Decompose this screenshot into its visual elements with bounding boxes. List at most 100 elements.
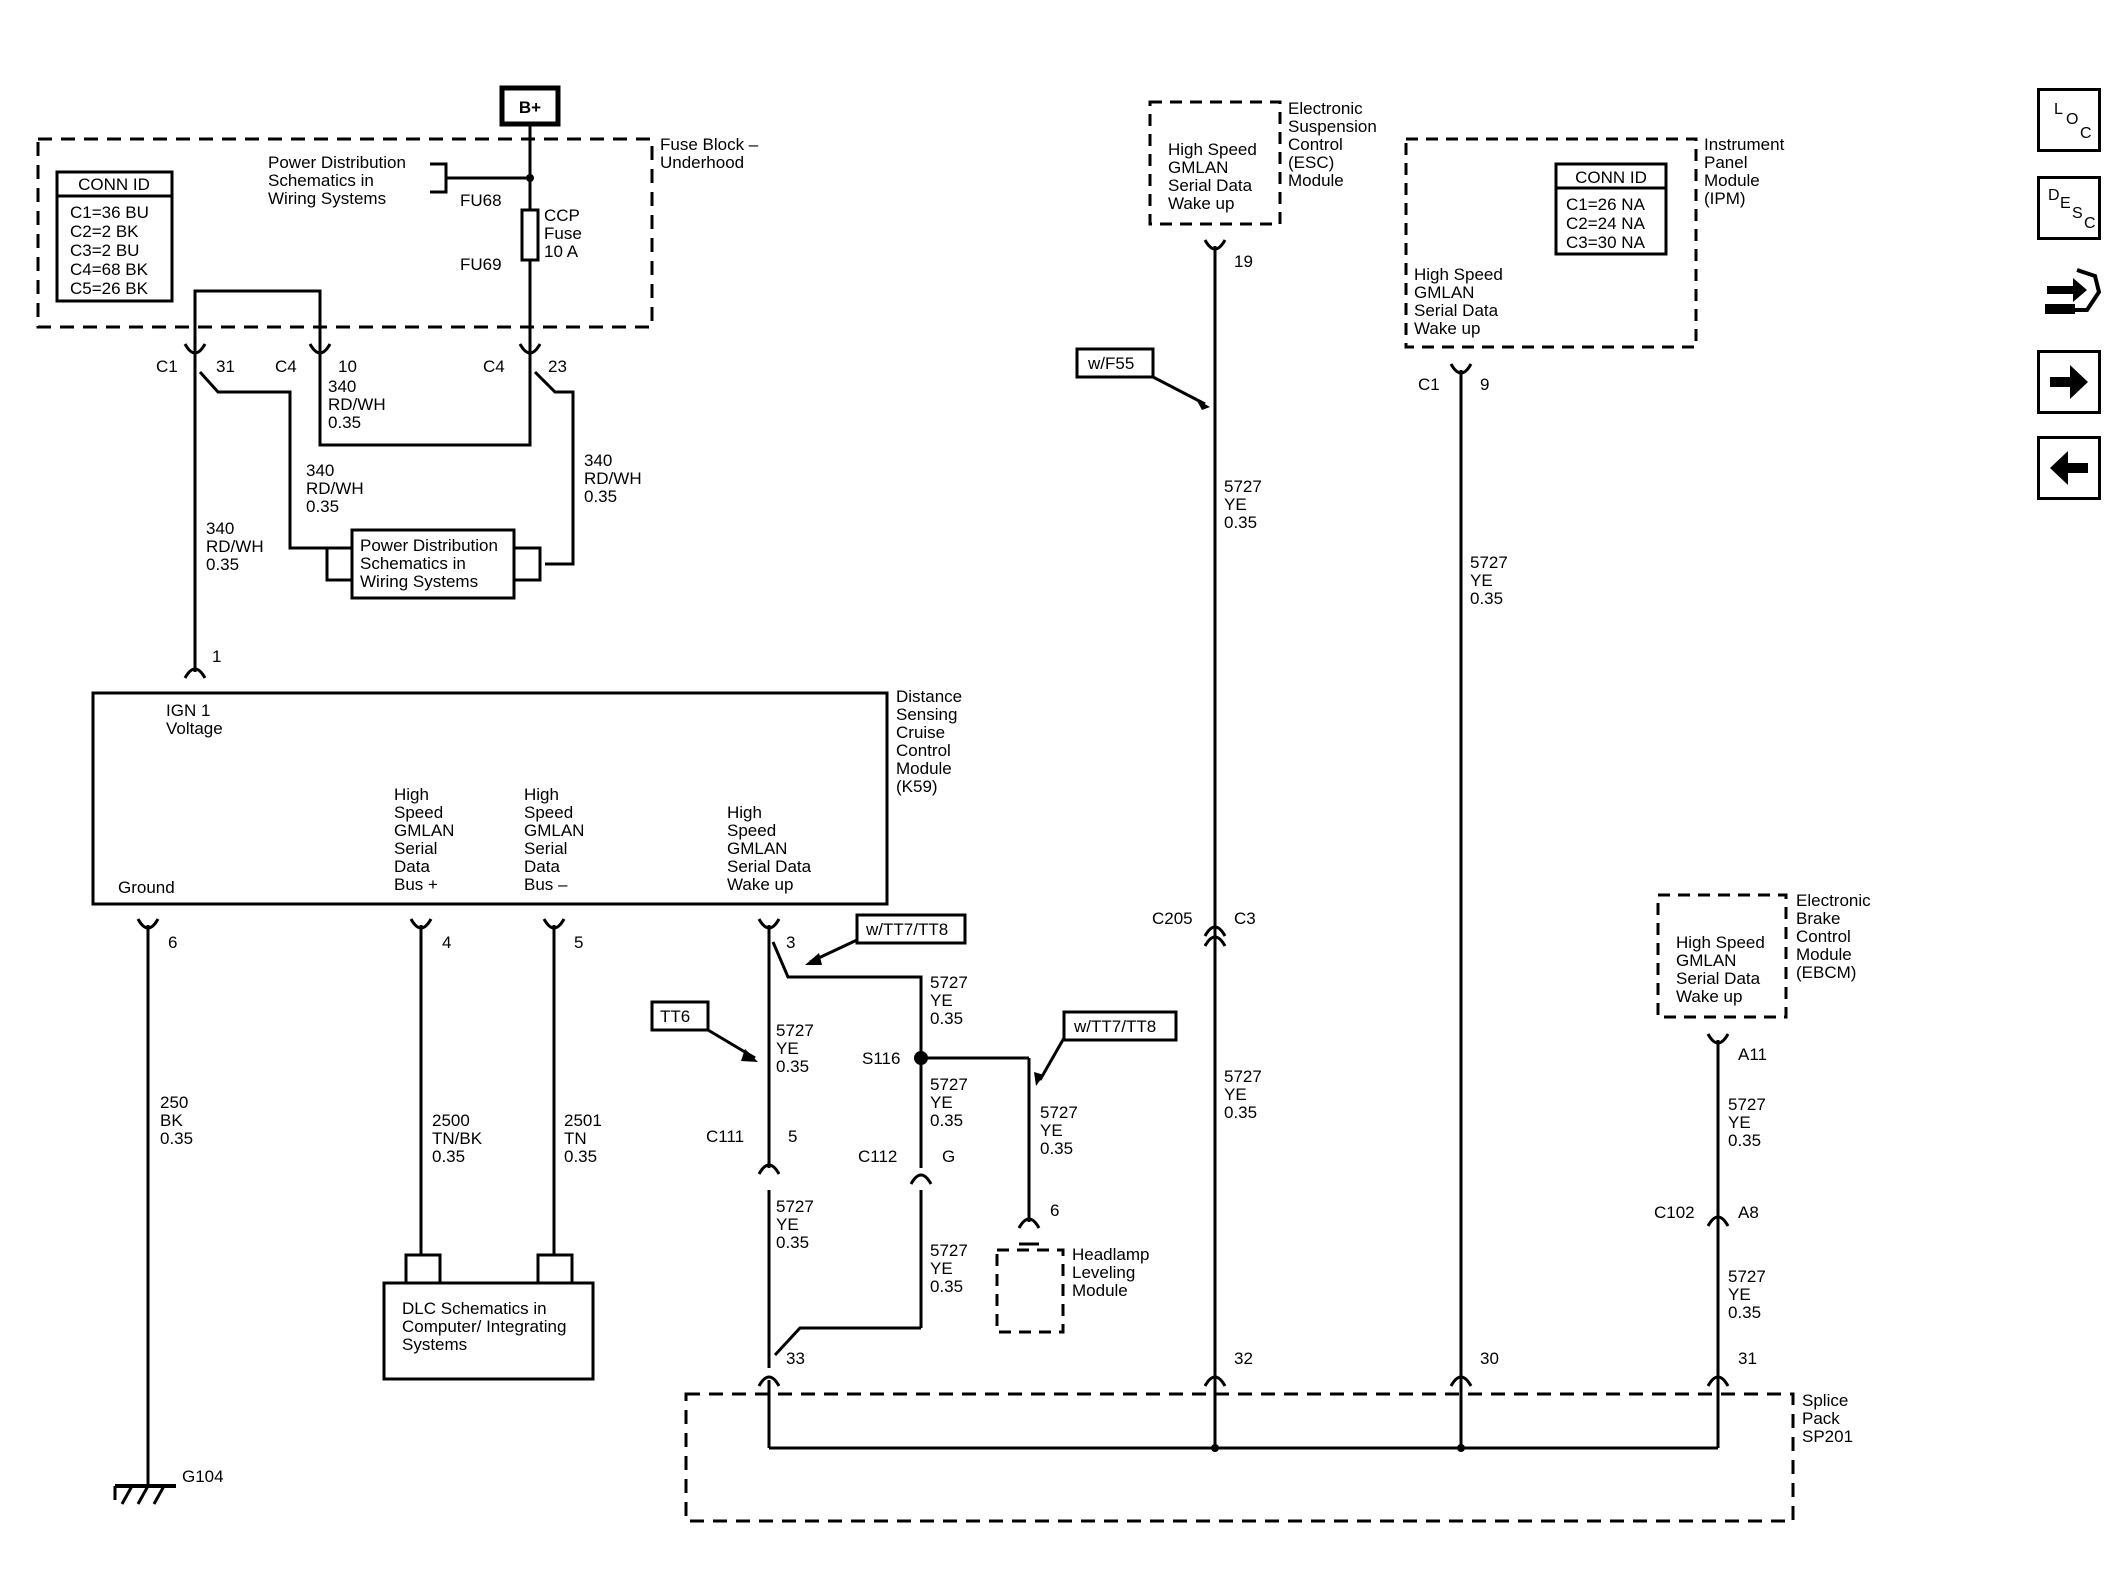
conn-id-row-line: C5=26 BK: [70, 279, 149, 298]
wire-label-line: 5727: [1224, 477, 1262, 496]
wire-label-line: 0.35: [930, 1277, 963, 1296]
bus-minus-label-line: Speed: [524, 803, 573, 822]
s116-label: S116: [862, 1049, 900, 1068]
ebcm-inner-line: Serial Data: [1676, 969, 1761, 988]
previous-page-button[interactable]: [2037, 436, 2101, 500]
ebcm-pin-a8: A8: [1738, 1203, 1759, 1222]
wire-label-line: 340: [306, 461, 334, 480]
tt6-label: TT6: [660, 1007, 690, 1026]
splice-name-line: SP201: [1802, 1427, 1853, 1446]
k59-pin1: 1: [212, 647, 221, 666]
fuse-block-name-line: Underhood: [660, 153, 744, 172]
connector-pin: [1449, 1375, 1473, 1387]
next-page-button[interactable]: [2037, 350, 2101, 414]
f55-label: w/F55: [1087, 354, 1134, 373]
pd-ref-box-text-line: Power Distribution: [360, 536, 498, 555]
ground-wire-label-line: 0.35: [160, 1129, 193, 1148]
loc-button[interactable]: L O C: [2037, 88, 2101, 152]
ipm-conn-id-box: [1554, 162, 1668, 256]
connector-pin: [518, 343, 542, 355]
connector-pin: [757, 1375, 781, 1387]
wire-label-line: 0.35: [930, 1111, 963, 1130]
connector-pin: [757, 918, 781, 930]
connector-pin: [183, 667, 207, 679]
splice-pin-30: 30: [1480, 1349, 1499, 1368]
pd-ref-text-line: Schematics in: [268, 171, 374, 190]
wire-label-line: 0.35: [1470, 589, 1503, 608]
pd-ref-box-text-line: Schematics in: [360, 554, 466, 573]
c112-label: C112: [858, 1147, 897, 1166]
connector-pin: [183, 343, 207, 355]
desc-letter-c: C: [2084, 215, 2096, 232]
wire-label-line: 5727: [776, 1197, 814, 1216]
connector-pin: [1706, 1215, 1730, 1227]
headlamp-label-line: Module: [1072, 1281, 1128, 1300]
desc-letter-s: S: [2072, 205, 2083, 222]
ccp-fuse-label-line: Fuse: [544, 224, 582, 243]
wire-label-line: YE: [1728, 1113, 1751, 1132]
bus-minus-wire-line: TN: [564, 1129, 587, 1148]
dlc-text-line: Computer/ Integrating: [402, 1317, 566, 1336]
bus-plus-label-line: Data: [394, 857, 430, 876]
c112-pin: G: [942, 1147, 955, 1166]
bus-plus-wire-line: 0.35: [432, 1147, 465, 1166]
connector-pin: [136, 918, 160, 930]
connector-pin: [1706, 1033, 1730, 1045]
ipm-module-box: [1404, 137, 1698, 349]
headlamp-label-line: Leveling: [1072, 1263, 1135, 1282]
c205-label: C205: [1152, 909, 1193, 928]
bus-minus-label-line: High: [524, 785, 559, 804]
wire-label-line: 0.35: [1728, 1303, 1761, 1322]
ign-label-line: Voltage: [166, 719, 223, 738]
wire-label-line: YE: [1040, 1121, 1063, 1140]
ebcm-inner-line: Wake up: [1676, 987, 1742, 1006]
k59-name-line: Sensing: [896, 705, 957, 724]
ebcm-name-line: (EBCM): [1796, 963, 1856, 982]
k59-name-line: Distance: [896, 687, 962, 706]
k59-name-line: (K59): [896, 777, 938, 796]
wire-label-line: 5727: [1040, 1103, 1078, 1122]
connector-pin: [1449, 363, 1473, 375]
wire-label-line: YE: [1728, 1285, 1751, 1304]
esc-inner-line: GMLAN: [1168, 158, 1228, 177]
dlc-text-line: Systems: [402, 1335, 467, 1354]
wire-label-line: 340: [584, 451, 612, 470]
wire-label-line: RD/WH: [328, 395, 386, 414]
wire-label-line: YE: [776, 1039, 799, 1058]
ipm-conn: C1: [1418, 375, 1440, 394]
k59-pin3: 3: [786, 933, 795, 952]
bus-plus-label-line: Serial: [394, 839, 437, 858]
ign-label-line: IGN 1: [166, 701, 210, 720]
esc-name-line: Suspension: [1288, 117, 1377, 136]
c4a-pin: 10: [338, 357, 357, 376]
connector-pin: [1706, 1375, 1730, 1387]
desc-button[interactable]: D E S C: [2037, 176, 2101, 240]
c4b-label: C4: [483, 357, 505, 376]
esc-name-line: Electronic: [1288, 99, 1363, 118]
esc-name-line: Module: [1288, 171, 1344, 190]
ipm-inner-line: Wake up: [1414, 319, 1480, 338]
c1-label: C1: [156, 357, 178, 376]
bus-minus-label-line: Data: [524, 857, 560, 876]
wire-label-line: YE: [1224, 495, 1247, 514]
ground-wire-label-line: BK: [160, 1111, 183, 1130]
ccp-fuse-label-line: 10 A: [544, 242, 579, 261]
k59-name-line: Control: [896, 741, 951, 760]
loc-letter-o: O: [2066, 111, 2079, 128]
esc-name-line: (ESC): [1288, 153, 1334, 172]
c111-label: C111: [706, 1127, 744, 1146]
wire-label-line: 5727: [930, 1241, 968, 1260]
ipm-pin: 9: [1480, 375, 1489, 394]
tt7-callout-b: [1062, 1010, 1178, 1042]
wake-label-line: High: [727, 803, 762, 822]
conn-id-title: CONN ID: [78, 175, 150, 194]
wire-label-line: 0.35: [306, 497, 339, 516]
wire-label-line: YE: [930, 1093, 953, 1112]
wire-label-line: YE: [930, 991, 953, 1010]
ipm-conn-row-line: C3=30 NA: [1566, 233, 1646, 252]
connector-icon[interactable]: [2037, 262, 2102, 326]
bus-plus-label-line: High: [394, 785, 429, 804]
k59-pin5: 5: [574, 933, 583, 952]
bus-plus-label-line: Bus +: [394, 875, 438, 894]
fuse-conn-id-box: [55, 170, 174, 303]
